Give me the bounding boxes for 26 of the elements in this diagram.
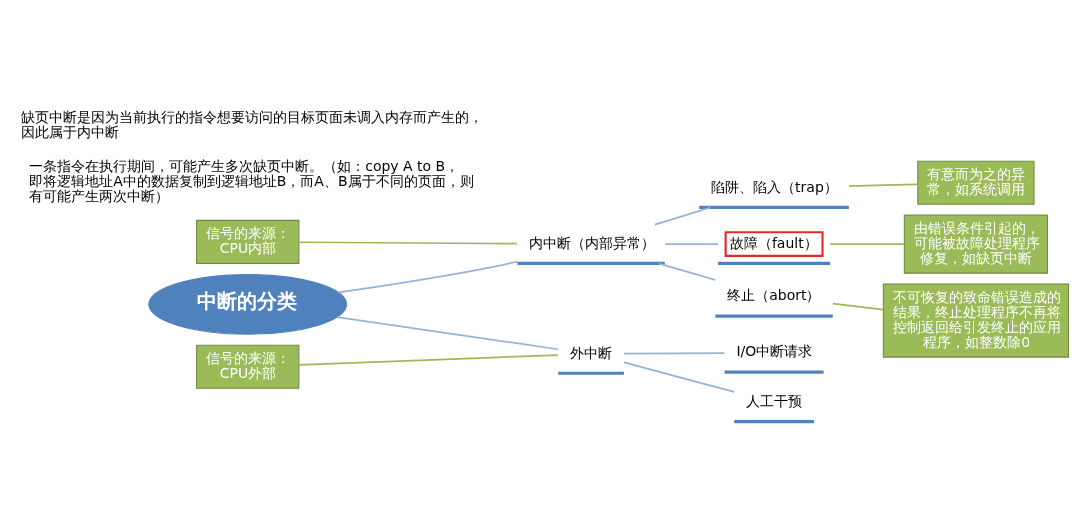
- connector: [336, 316, 559, 351]
- connector: [829, 243, 906, 245]
- connector: [337, 260, 519, 294]
- connector: [658, 262, 717, 281]
- node-text: 终止（abort）: [727, 287, 821, 304]
- connector: [832, 302, 884, 311]
- label: 缺页中断是因为当前执行的指令想要访问的目标页面未调入内存而产生的，因此属于内中断: [21, 108, 484, 140]
- connector: [623, 361, 736, 393]
- connector: [623, 352, 726, 355]
- label: 一条指令在执行期间，可能产生多次缺页中断。（如：copy A to B，即将逻辑地址A中的数据复制到逻辑地址B，而A、B属于不同的页面，则有可能产生两次中断）: [29, 158, 474, 205]
- node-box: 有意而为之的异常，如系统调用: [917, 160, 1035, 205]
- node-text: 外中断: [570, 344, 613, 361]
- node-text: 人工干预: [746, 392, 803, 409]
- node-text: I/O中断请求: [736, 343, 813, 360]
- node-box: 信号的来源：CPU外部: [196, 344, 300, 389]
- node-text: 内中断（内部异常）: [529, 234, 656, 251]
- connector: [298, 354, 559, 366]
- connector: [298, 241, 518, 245]
- node-box: 不可恢复的致命错误造成的结果，终止处理程序不再将控制返回给引发终止的应用程序，如整数除0: [882, 283, 1069, 358]
- node-text: 陷阱、陷入（trap）: [711, 178, 838, 195]
- connector: [848, 183, 919, 187]
- node-box: 由错误条件引起的，可能被故障处理程序修复，如缺页中断: [903, 214, 1049, 274]
- node-ellipse: 中断的分类: [148, 274, 348, 335]
- connector: [664, 243, 719, 245]
- connector: [654, 206, 712, 226]
- node-box: 信号的来源：CPU内部: [196, 219, 300, 264]
